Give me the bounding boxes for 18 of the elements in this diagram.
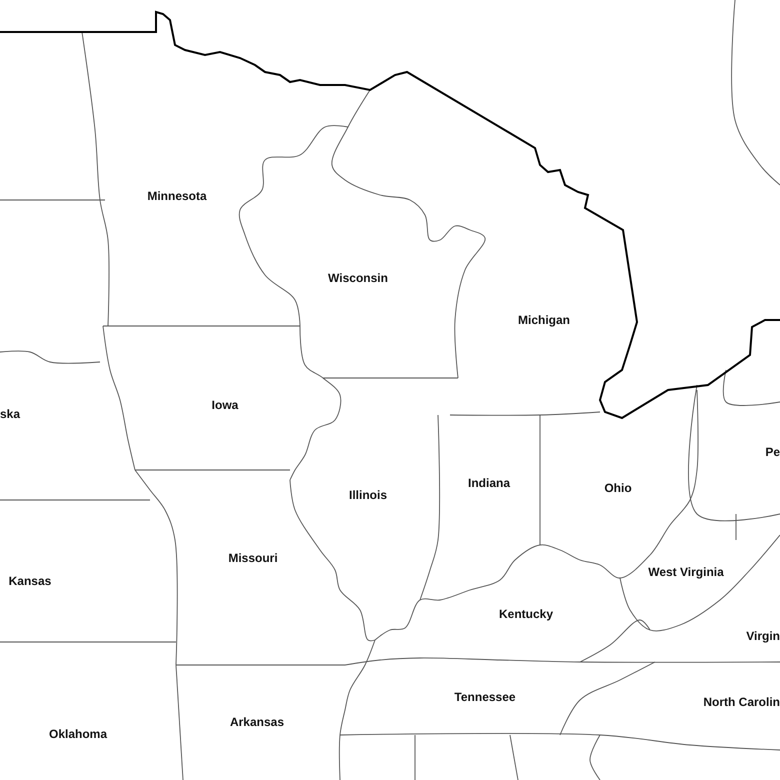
state-label: Kentucky xyxy=(498,607,554,621)
state-label: Tennessee xyxy=(454,690,516,704)
state-label: Wisconsin xyxy=(328,271,388,285)
state-label: Illinois xyxy=(348,488,387,502)
state-label: Indiana xyxy=(468,476,510,490)
state-label: ska xyxy=(0,407,20,421)
state-label: Virgin xyxy=(746,629,780,643)
state-label: Ohio xyxy=(604,481,632,495)
state-label: Minnesota xyxy=(147,189,207,203)
state-label: Arkansas xyxy=(230,715,284,729)
state-label: Missouri xyxy=(228,551,278,565)
state-label: North Carolin xyxy=(703,695,780,709)
state-label: Kansas xyxy=(8,574,52,588)
state-label: West Virginia xyxy=(648,565,724,579)
state-label: Michigan xyxy=(518,313,570,327)
state-label: Oklahoma xyxy=(48,727,108,741)
state-label: Iowa xyxy=(212,398,238,412)
state-label: Pe xyxy=(765,445,780,459)
